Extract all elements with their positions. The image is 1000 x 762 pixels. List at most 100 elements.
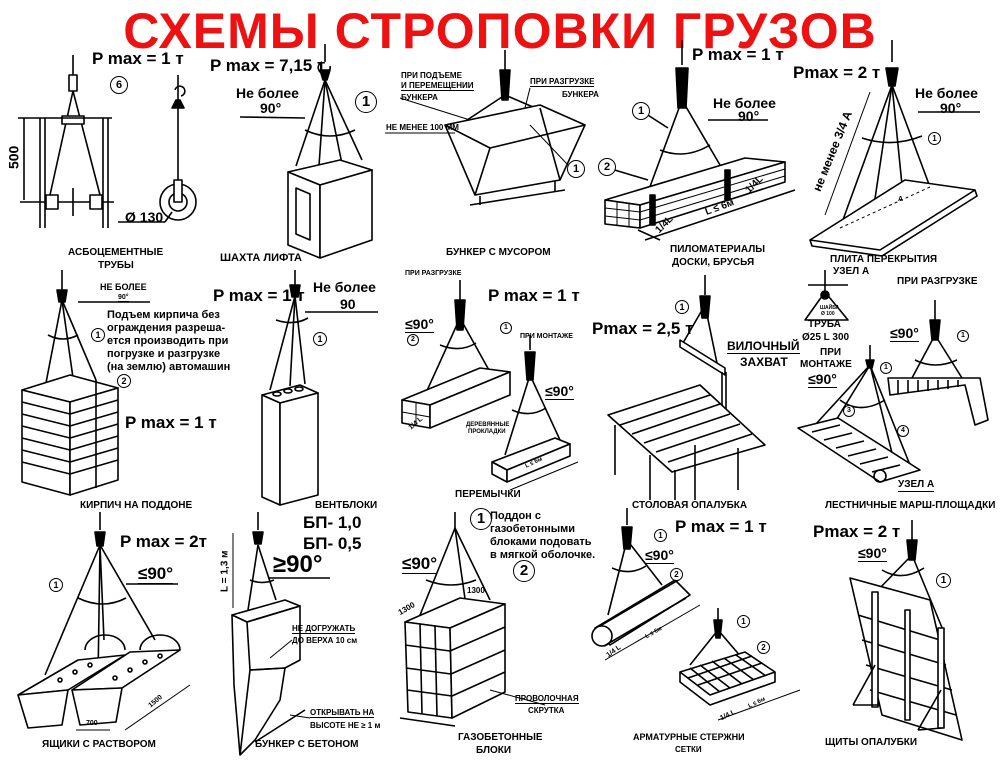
slab-callout: 1 bbox=[928, 132, 941, 145]
floor-slab-rig-drawing bbox=[809, 40, 980, 257]
brick-note-line: погрузке и разгрузке bbox=[107, 347, 221, 360]
bunker-callout: 1 bbox=[567, 160, 585, 178]
shaft-angle-2: 90° bbox=[260, 100, 282, 116]
formwork-shield-rig-drawing bbox=[849, 520, 963, 741]
stairs-pipe: ТРУБА bbox=[808, 319, 841, 330]
concrete-type-2: БП- 0,5 bbox=[303, 534, 362, 553]
table-formwork-rig-drawing bbox=[607, 275, 766, 500]
asbestos-callout: 6 bbox=[110, 76, 128, 94]
brick-angle-1: НЕ БОЛЕЕ bbox=[100, 282, 147, 292]
bunker-note-6: НЕ МЕНЕЕ 100 ММ bbox=[386, 123, 459, 132]
slab-caption: ПЛИТА ПЕРЕКРЫТИЯ bbox=[830, 254, 938, 265]
gas-block-callout-2: 2 bbox=[513, 560, 535, 582]
stairs-callout-1a: 1 bbox=[957, 330, 969, 342]
rebar-angle: ≤90° bbox=[645, 547, 674, 564]
concrete-type-1: БП- 1,0 bbox=[303, 513, 362, 532]
table-form-caption: СТОЛОВАЯ ОПАЛУБКА bbox=[632, 500, 748, 511]
stairs-mount-2: МОНТАЖЕ bbox=[800, 359, 852, 370]
concrete-dim-length: L = 1,3 м bbox=[219, 550, 231, 592]
lintel-angle-1: ≤90° bbox=[405, 316, 434, 333]
shields-callout: 1 bbox=[936, 573, 951, 588]
lumber-caption-2: ДОСКИ, БРУСЬЯ bbox=[672, 257, 755, 268]
table-form-note-2: ЗАХВАТ bbox=[740, 355, 788, 369]
bunker-note-5: БУНКЕРА bbox=[562, 90, 599, 99]
asbestos-pipe-rig-drawing bbox=[18, 55, 197, 228]
lintel-note-pads-2: ПРОКЛАДКИ bbox=[468, 429, 506, 435]
stairs-pipe-size: Ø25 L 300 bbox=[802, 332, 850, 343]
vent-angle-1: Не более bbox=[313, 279, 376, 295]
gas-block-note: Поддон с газобетонными блоками подовать … bbox=[490, 510, 595, 562]
lumber-callout-1: 1 bbox=[632, 102, 650, 120]
shaft-pmax: P max = 7,15 т bbox=[210, 56, 326, 75]
table-form-pmax: Pmax = 2,5 т bbox=[592, 319, 694, 338]
lintel-rig-drawing bbox=[401, 280, 579, 491]
bunker-caption: БУНКЕР С МУСОРОМ bbox=[446, 247, 551, 258]
lumber-pmax: P max = 1 т bbox=[692, 45, 784, 64]
mortar-callout: 1 bbox=[49, 578, 63, 592]
mortar-angle: ≤90° bbox=[138, 564, 174, 584]
shaft-callout: 1 bbox=[355, 91, 377, 113]
slab-pmax: Pmax = 2 т bbox=[793, 63, 881, 82]
gas-block-note-line: блоками подовать bbox=[490, 535, 592, 548]
concrete-note-1: НЕ ДОГРУЖАТЬ bbox=[292, 624, 356, 635]
brick-pallet-rig-drawing bbox=[21, 270, 150, 496]
lumber-rig-drawing bbox=[604, 40, 796, 241]
stairs-callout-4: 4 bbox=[897, 425, 909, 437]
concrete-note-2: ДО ВЕРХА 10 см bbox=[292, 636, 358, 645]
vent-pmax: P max = 1 т bbox=[213, 286, 305, 305]
slab-angle-1: Не более bbox=[915, 85, 978, 101]
asbestos-pmax: P max = 1 т bbox=[92, 49, 184, 68]
gas-block-wire-1: ПРОВОЛОЧНАЯ bbox=[515, 694, 579, 705]
rebar-callout-3: 1 bbox=[737, 615, 750, 628]
rebar-callout-1: 1 bbox=[654, 529, 667, 542]
asbestos-caption-1: АСБОЦЕМЕНТНЫЕ bbox=[68, 247, 164, 258]
bunker-note-3: БУНКЕРА bbox=[401, 93, 438, 102]
rebar-caption-2: СЕТКИ bbox=[675, 745, 702, 754]
gas-block-wire-2: СКРУТКА bbox=[528, 706, 565, 715]
mortar-pmax: P max = 2т bbox=[120, 532, 207, 551]
shaft-caption: ШАХТА ЛИФТА bbox=[220, 252, 302, 264]
stairs-node-a: УЗЕЛ А bbox=[833, 266, 870, 277]
stairs-washer: ШАЙБА bbox=[820, 305, 840, 311]
stairs-callout-1b: 1 bbox=[880, 362, 892, 374]
asbestos-dim-diameter: Ø 130 bbox=[125, 209, 164, 225]
shaft-angle-1: Не более bbox=[236, 85, 299, 101]
slab-angle-2: 90° bbox=[940, 100, 962, 116]
vent-block-rig-drawing bbox=[261, 270, 378, 506]
concrete-note-3: ОТКРЫВАТЬ НА bbox=[310, 708, 375, 719]
stairs-unload: ПРИ РАЗГРУЗКЕ bbox=[897, 276, 978, 287]
gas-block-note-line: Поддон с bbox=[490, 510, 541, 522]
gas-block-callout-1: 1 bbox=[470, 508, 492, 530]
vent-caption: ВЕНТБЛОКИ bbox=[315, 500, 378, 511]
gas-block-dim-2: 1300 bbox=[467, 586, 485, 595]
brick-callout-1: 1 bbox=[91, 328, 105, 342]
stairs-callout-3: 3 bbox=[843, 405, 855, 417]
asbestos-caption-2: ТРУБЫ bbox=[98, 260, 134, 271]
stairs-caption: ЛЕСТНИЧНЫЕ МАРШ-ПЛОЩАДКИ bbox=[825, 500, 996, 511]
concrete-note-4: ВЫСОТЕ НЕ ≥ 1 м bbox=[310, 721, 381, 730]
stairs-washer-dia: Ø 100 bbox=[821, 311, 835, 317]
shields-caption: ЩИТЫ ОПАЛУБКИ bbox=[825, 737, 918, 748]
rebar-callout-4: 2 bbox=[757, 641, 770, 654]
gas-block-caption-1: ГАЗОБЕТОННЫЕ bbox=[458, 732, 543, 743]
brick-note-line: ограждения разреша- bbox=[107, 321, 226, 334]
brick-pmax: P max = 1 т bbox=[125, 413, 217, 432]
poster-title: СХЕМЫ СТРОПОВКИ ГРУЗОВ bbox=[123, 3, 877, 59]
lintel-caption: ПЕРЕМЫЧКИ bbox=[455, 489, 521, 500]
bunker-note-1: ПРИ ПОДЪЕМЕ bbox=[401, 71, 462, 80]
stairs-angle-1: ≤90° bbox=[808, 371, 837, 388]
lintel-note-pads-1: ДЕРЕВЯННЫЕ bbox=[466, 422, 510, 428]
lumber-angle-2: 90° bbox=[738, 108, 760, 124]
concrete-caption: БУНКЕР С БЕТОНОМ bbox=[255, 739, 359, 750]
elevator-shaft-rig-drawing bbox=[239, 44, 373, 259]
gas-block-caption-2: БЛОКИ bbox=[476, 745, 512, 756]
rebar-callout-2: 2 bbox=[670, 568, 683, 581]
bunker-note-2: И ПЕРЕМЕЩЕНИИ bbox=[401, 81, 474, 92]
stairs-angle-2: ≤90° bbox=[890, 325, 919, 342]
gas-block-note-line: газобетонными bbox=[490, 522, 576, 535]
lintel-note-mount: ПРИ МОНТАЖЕ bbox=[520, 333, 573, 340]
stair-flight-rig-drawing bbox=[797, 270, 989, 483]
shields-pmax: Pmax = 2 т bbox=[813, 522, 901, 541]
bunker-note-4: ПРИ РАЗГРУЗКЕ bbox=[530, 77, 595, 88]
